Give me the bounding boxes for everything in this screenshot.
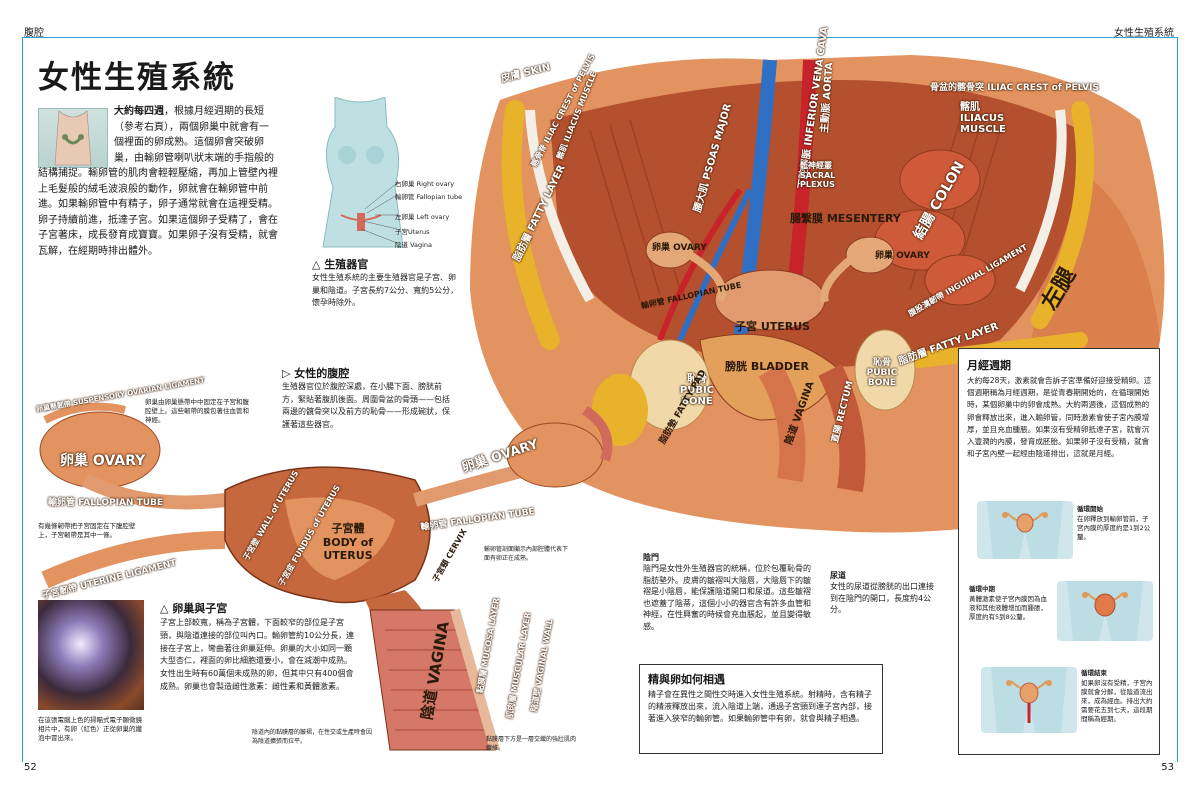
ovary-uterus-illustration [25,380,625,760]
label-bladder: 膀胱 BLADDER [725,360,809,373]
organs-text: 女性生殖系統的主要生殖器官是子宮、卵巢和陰道。子宮長約7公分、寬約5公分，懷孕時… [312,273,459,307]
intro-thumbnail [38,108,108,168]
header-left: 腹腔 [24,28,44,39]
label-iliacus-right: 髂肌 ILIACUS MUSCLE [960,102,1006,135]
ovary-text: 子宮上部較寬，稱為子宮體，下面較窄的部位是子宮頸，與陰道連接的部位叫內口。輸卵管… [160,618,355,691]
header-right: 女性生殖系統 [1114,28,1174,39]
cycle-stage-start-label: 循環開始 [1077,505,1103,513]
pelvis-heading: ▷ 女性的腹腔 [282,367,350,380]
page-number-left: 52 [24,762,37,773]
sperm-egg-text: 精子會在異性之間性交時進入女性生殖系統。射精時，含有精子的精液釋放出來，流入陰道… [648,690,872,723]
cycle-text: 大約每28天，激素就會告訴子宮準備好迎接受精卵。這個週期稱為月經週期，是從青春期… [967,376,1152,459]
page-title: 女性生殖系統 [38,60,236,96]
label-pubic-right: 恥骨 PUBIC BONE [866,358,898,388]
perineum-text: 陰門是女性外生殖器官的統稱，位於包覆恥骨的脂肪墊外。皮膚的皺褶叫大陰唇，大陰唇下… [643,564,811,631]
intro-lead: 大約每四週 [114,106,164,117]
label-ovary-small-right: 卵巢 OVARY [875,251,930,261]
torso-label-uterus: 子宮Uterus [395,228,430,236]
label-pubic-left: 恥骨 PUBIC BONE [679,374,715,407]
torso-label-right-ovary: 右卵巢 Right ovary [395,180,455,188]
cycle-stage-mid [1057,581,1153,641]
label-sacral: 骶神經叢 SACRAL PLEXUS [800,161,836,189]
cycle-heading: 月經週期 [967,359,1011,372]
torso-label-left-ovary: 左卵巢 Left ovary [395,213,450,221]
cycle-stage-start-text: 在卵釋放到輸卵管前，子宮內膜的厚度約是1到2公釐。 [1077,515,1151,541]
pelvis-text: 生殖器官位於腹腔深處，在小腸下面、膀胱前方，緊貼著腹肌後面。周圍骨盆的骨頭——包… [282,382,450,429]
urethra-text: 女性的尿道從膀胱的出口連接到在陰門的開口，長度約4公分。 [830,582,934,614]
label-ovary-small-left: 卵巢 OVARY [652,243,707,253]
label-uterus-main: 子宮 UTERUS [735,320,811,333]
torso-label-vagina: 陰道 Vagina [395,241,433,249]
note-crosssection: 輸卵管剖面顯示內部腔體代表下面有卵正在成熟。 [484,546,569,562]
intro-text: ，根據月經週期的長短（參考右頁），兩個卵巢中就會有一個裡面的卵成熟。這個卵會突破… [38,106,278,257]
cycle-stage-mid-text: 黃體激素使子宮內膜因為血液和其他液體增加而腫脹，厚度約有5到8公釐。 [969,595,1047,621]
micrograph-caption: 在這張電腦上色的掃瞄式電子顯微鏡相片中，有卵（紅色）正從卵巢的纖泡中冒出來。 [38,716,142,742]
torso-label-fallopian: 輸卵管 Fallopian tube [395,193,463,201]
intro-paragraph: 大約每四週，根據月經週期的長短（參考右頁），兩個卵巢中就會有一個裡面的卵成熟。這… [38,104,278,259]
urethra-heading: 尿道 [830,571,846,580]
micrograph-photo [38,600,144,710]
left-border [22,37,23,762]
header-rule [22,37,1178,38]
label-ovary-big-left: 卵巢 OVARY [60,453,146,469]
sperm-egg-heading: 精與卵如何相遇 [648,673,725,686]
page-number-right: 53 [1161,762,1174,773]
note-cervix: 陰道內的黏膜層的皺褶，在性交或生產時會因為陰道擴張而拉平。 [252,729,373,745]
cycle-stage-end [981,667,1077,733]
cycle-box: 月經週期 大約每28天，激素就會告訴子宮準備好迎接受精卵。這個週期稱為月經週期，… [958,348,1160,755]
note-ligament: 有幾條韌帶把子宮固定在下腹腔壁上，子宮韌帶是其中一條。 [38,522,136,539]
right-border [1177,37,1178,762]
cycle-stage-end-label: 循環結束 [1081,669,1107,677]
label-fallopian-left: 輸卵管 FALLOPIAN TUBE [48,498,164,508]
cycle-stage-mid-label: 循環中期 [969,585,995,593]
label-body-uterus: 子宮體 BODY of UTERUS [322,522,374,562]
ovary-heading: △ 卵巢與子宮 [160,602,228,615]
label-iliac-crest-right: 骨盆的髂骨突 ILIAC CREST of PELVIS [930,83,1099,93]
sperm-egg-box: 精與卵如何相遇 精子會在異性之間性交時進入女性生殖系統。射精時，含有精子的精液釋… [639,664,883,754]
torso-figure [305,96,465,249]
organs-heading: △ 生殖器官 [312,258,369,271]
cycle-stage-start [977,501,1073,559]
note-suspensory: 卵巢由卵巢懸帶中中固定在子宮和腹腔壁上。這些韌帶的膜包著住血管和神經。 [145,398,249,424]
note-muscle: 黏膜層下方是一層交織的強壯肌肉纖維。 [486,736,577,752]
label-mesentery: 腸繫膜 MESENTERY [790,212,901,225]
perineum-heading: 陰門 [643,553,659,562]
cycle-stage-end-text: 如果卵沒有受精，子宮內膜就會分解，從陰道流出來，成為經血。排出大約需要花五到七天… [1081,679,1153,723]
